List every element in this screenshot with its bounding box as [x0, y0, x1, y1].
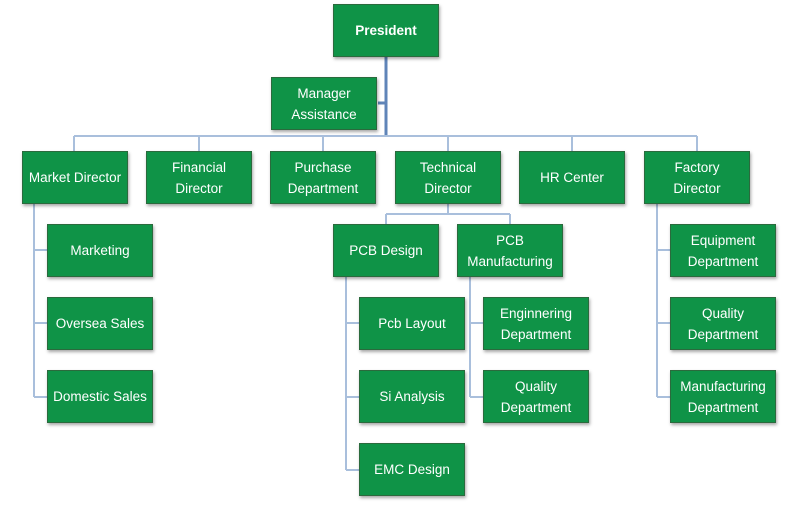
node-equipment-department[interactable]: Equipment Department	[670, 224, 776, 277]
node-marketing[interactable]: Marketing	[47, 224, 153, 277]
node-market-director[interactable]: Market Director	[22, 151, 128, 204]
node-manufacturing-department[interactable]: Manufacturing Department	[670, 370, 776, 423]
node-factory-director[interactable]: Factory Director	[644, 151, 750, 204]
node-quality-department-factory[interactable]: Quality Department	[670, 297, 776, 350]
node-oversea-sales[interactable]: Oversea Sales	[47, 297, 153, 350]
node-pcb-manufacturing[interactable]: PCB Manufacturing	[457, 224, 563, 277]
node-pcb-layout[interactable]: Pcb Layout	[359, 297, 465, 350]
node-emc-design[interactable]: EMC Design	[359, 443, 465, 496]
node-financial-director[interactable]: Financial Director	[146, 151, 252, 204]
node-president[interactable]: President	[333, 4, 439, 57]
node-hr-center[interactable]: HR Center	[519, 151, 625, 204]
node-manager-assistance[interactable]: Manager Assistance	[271, 77, 377, 130]
node-purchase-department[interactable]: Purchase Department	[270, 151, 376, 204]
node-technical-director[interactable]: Technical Director	[395, 151, 501, 204]
node-engineering-department[interactable]: Enginnering Department	[483, 297, 589, 350]
node-pcb-design[interactable]: PCB Design	[333, 224, 439, 277]
node-domestic-sales[interactable]: Domestic Sales	[47, 370, 153, 423]
node-si-analysis[interactable]: Si Analysis	[359, 370, 465, 423]
node-quality-department-mfg[interactable]: Quality Department	[483, 370, 589, 423]
